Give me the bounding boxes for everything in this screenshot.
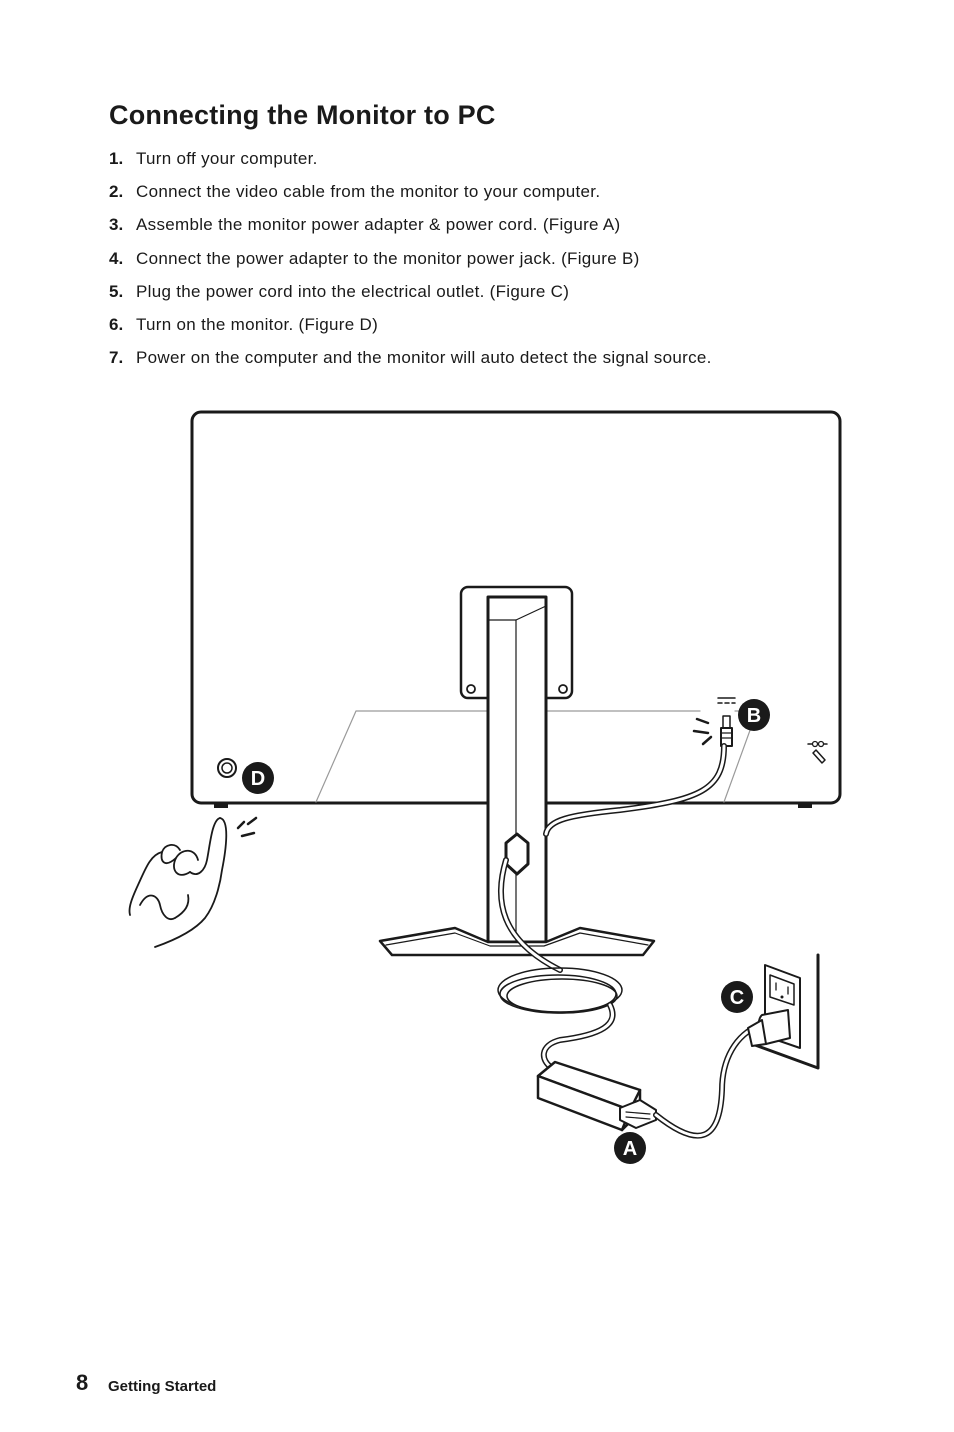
step-number: 2. [109, 181, 124, 201]
step-text: Turn off your computer. [136, 148, 318, 168]
svg-text:C: C [730, 987, 744, 1009]
list-item: 2. Connect the video cable from the monit… [109, 175, 712, 208]
step-text: Assemble the monitor power adapter & pow… [136, 215, 621, 235]
svg-text:B: B [747, 705, 761, 727]
step-number: 4. [109, 248, 124, 268]
step-number: 5. [109, 281, 124, 301]
kensington-lock-icon [807, 740, 828, 764]
list-item: 1. Turn off your computer. [109, 142, 712, 175]
power-cable [497, 743, 727, 1071]
step-text: Connect the video cable from the monitor… [136, 181, 601, 201]
list-item: 7. Power on the computer and the monitor … [109, 342, 712, 375]
list-item: 5. Plug the power cord into the electrica… [109, 275, 712, 308]
step-number: 6. [109, 315, 124, 335]
power-adapter [536, 1022, 763, 1139]
section-name: Getting Started [108, 1378, 217, 1395]
list-item: 4. Connect the power adapter to the monit… [109, 242, 712, 275]
list-item: 3. Assemble the monitor power adapter & p… [109, 209, 712, 242]
power-button [217, 758, 237, 778]
step-number: 7. [109, 348, 124, 368]
hand-illustration [128, 816, 258, 948]
step-text: Turn on the monitor. (Figure D) [136, 315, 379, 335]
callout-c: C [721, 981, 753, 1013]
callout-b: B [738, 699, 770, 731]
list-item: 6. Turn on the monitor. (Figure D) [109, 308, 712, 341]
callout-a: A [614, 1132, 646, 1164]
svg-text:A: A [623, 1138, 637, 1160]
page-title: Connecting the Monitor to PC [109, 100, 496, 130]
step-number: 1. [109, 148, 124, 168]
callout-d: D [242, 762, 274, 794]
step-text: Connect the power adapter to the monitor… [136, 248, 640, 268]
monitor-stand [378, 595, 656, 957]
page-number: 8 [76, 1370, 89, 1395]
svg-text:D: D [251, 768, 265, 790]
step-text: Plug the power cord into the electrical … [136, 281, 570, 301]
power-jack [692, 697, 736, 747]
steps-list: 1. Turn off your computer. 2. Connect the … [109, 142, 712, 375]
step-text: Power on the computer and the monitor wi… [136, 348, 712, 368]
step-number: 3. [109, 215, 124, 235]
wall-outlet [747, 953, 820, 1070]
